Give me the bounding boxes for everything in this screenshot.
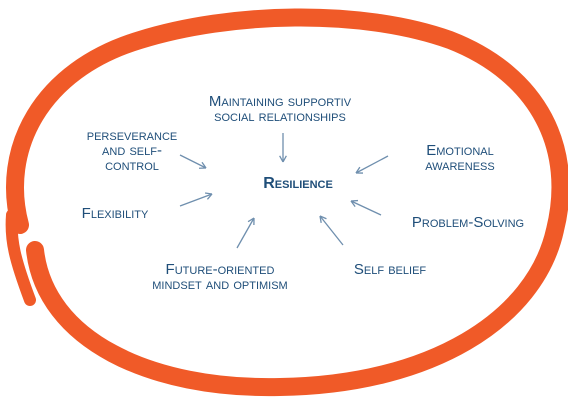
- factor-perseverance: perseverance and self- control: [86, 127, 178, 174]
- arrow-from-problem: [350, 199, 382, 216]
- factor-future-oriented: Future-oriented mindset and optimism: [152, 261, 288, 293]
- arrow-from-selfbelief: [319, 215, 344, 246]
- factor-flexibility: Flexibility: [81, 205, 149, 222]
- arrow-from-flexibility: [179, 192, 213, 207]
- orange-ring: [5, 8, 568, 397]
- factor-emotional-awareness: Emotional awareness: [425, 142, 495, 174]
- arrow-from-emotional: [355, 155, 389, 174]
- factor-supportive-relationships: Maintaining supportiv social relationshi…: [208, 93, 352, 125]
- ring-tail: [5, 209, 36, 306]
- center-label-resilience: Resilience: [263, 175, 333, 192]
- arrows-group: [179, 133, 389, 249]
- ring-stroke: [6, 8, 568, 397]
- factor-self-belief: Self belief: [353, 261, 427, 278]
- arrow-from-perseverance: [179, 154, 207, 169]
- factor-problem-solving: Problem-Solving: [411, 214, 525, 231]
- arrow-from-supportive: [279, 133, 287, 163]
- arrow-from-future: [236, 217, 255, 249]
